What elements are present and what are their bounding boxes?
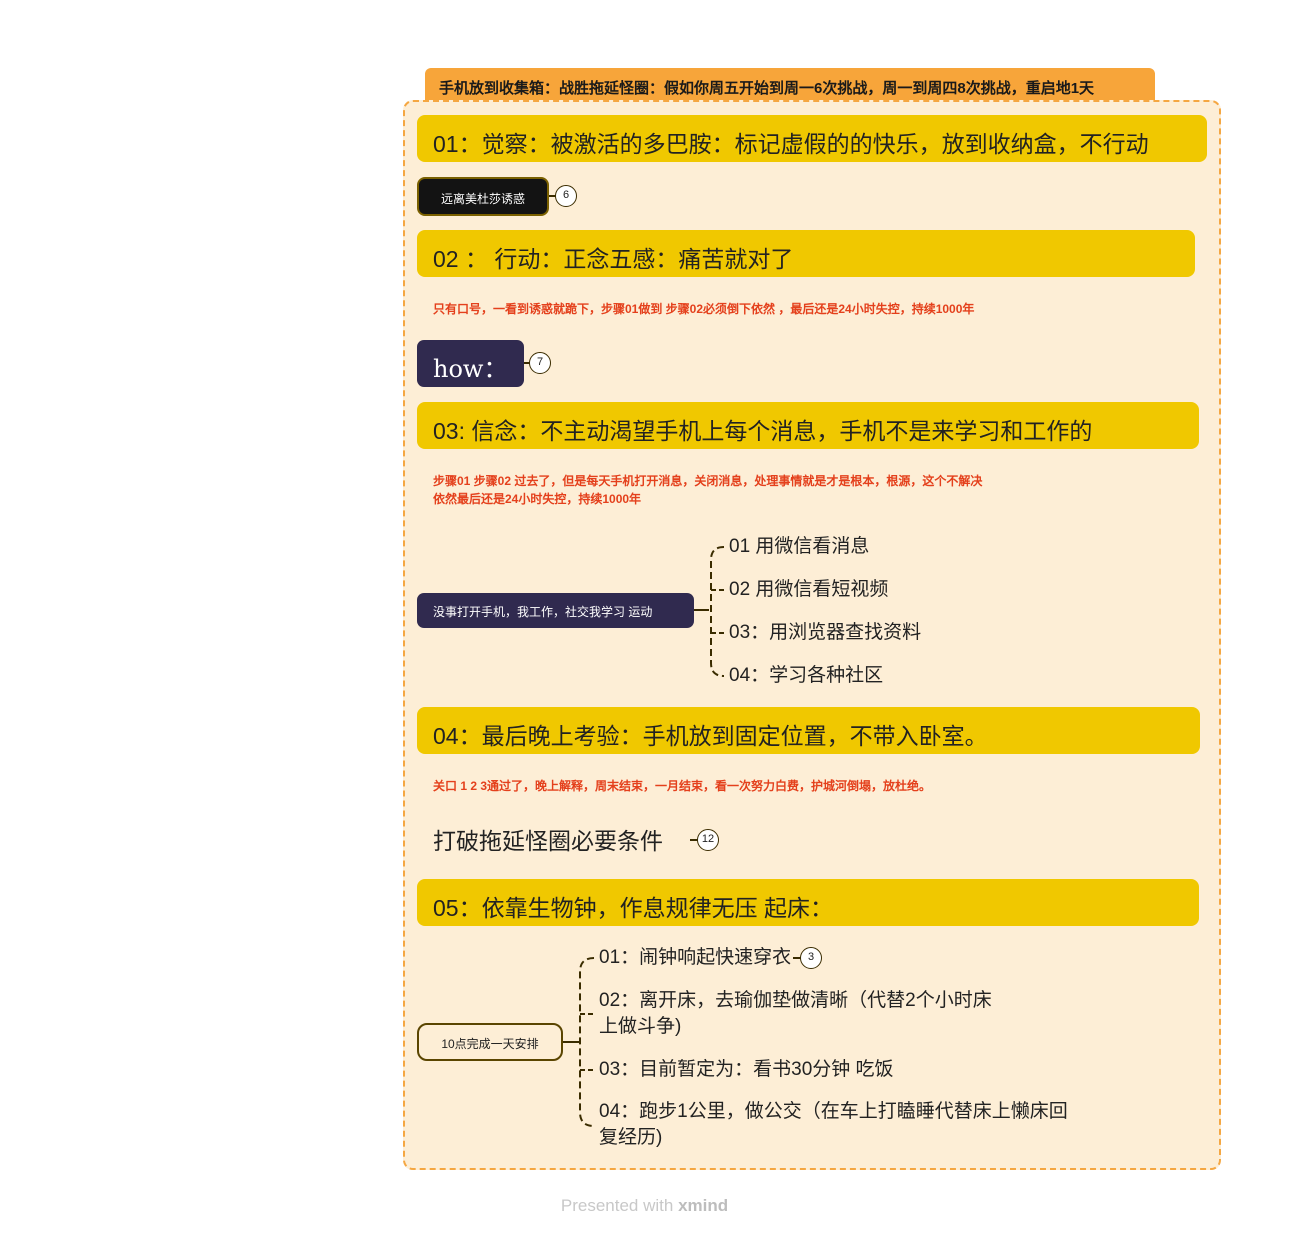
schedule-item-4-line2[interactable]: 复经历) — [599, 1127, 663, 1148]
topic-03-belief[interactable]: 03: 信念：不主动渴望手机上每个消息，手机不是来学习和工作的 — [417, 402, 1199, 449]
topic-02-action[interactable]: 02 ： 行动：正念五感：痛苦就对了 — [417, 230, 1195, 277]
schedule-item-2-line2[interactable]: 上做斗争) — [599, 1016, 682, 1037]
xmind-logo: xmind — [678, 1196, 729, 1215]
note-03-line2: 依然最后还是24小时失控，持续1000年 — [433, 492, 642, 506]
schedule-item-2-line1[interactable]: 02：离开床，去瑜伽垫做清晰（代替2个小时床 — [599, 990, 992, 1011]
phone-usage-node[interactable]: 没事打开手机，我工作，社交我学习 运动 — [417, 593, 694, 628]
collapsed-count-badge[interactable]: 12 — [697, 829, 719, 851]
note-02: 只有口号，一看到诱惑就跪下，步骤01做到 步骤02必须倒下依然 ，最后还是24小… — [433, 302, 975, 316]
topic-01-awareness[interactable]: 01：觉察：被激活的多巴胺：标记虚假的的快乐，放到收纳盒，不行动 — [417, 115, 1207, 162]
collapsed-count-badge[interactable]: 7 — [529, 352, 551, 374]
phone-child-4[interactable]: 04：学习各种社区 — [729, 665, 884, 686]
schedule-item-4-line1[interactable]: 04：跑步1公里，做公交（在车上打瞌睡代替床上懒床回 — [599, 1101, 1068, 1122]
note-04: 关口 1 2 3通过了，晚上解释，周末结束，一月结束，看一次努力白费，护城河倒塌… — [433, 779, 932, 793]
medusa-node[interactable]: 远离美杜莎诱惑 — [417, 177, 549, 216]
presented-with-footer: Presented with xmind — [0, 1196, 1289, 1216]
collapsed-count-badge[interactable]: 6 — [555, 185, 577, 207]
topic-04-night-test[interactable]: 04：最后晚上考验：手机放到固定位置，不带入卧室。 — [417, 707, 1200, 754]
note-03-line1: 步骤01 步骤02 过去了，但是每天手机打开消息，关闭消息，处理事情就是才是根本… — [433, 474, 983, 488]
schedule-item-3[interactable]: 03：目前暂定为：看书30分钟 吃饭 — [599, 1059, 894, 1080]
schedule-item-1[interactable]: 01：闹钟响起快速穿衣 — [599, 947, 792, 968]
phone-child-1[interactable]: 01 用微信看消息 — [729, 536, 870, 557]
summary-label[interactable]: 手机放到收集箱：战胜拖延怪圈：假如你周五开始到周一6次挑战，周一到周四8次挑战，… — [425, 68, 1155, 102]
collapsed-count-badge[interactable]: 3 — [800, 947, 822, 969]
schedule-node[interactable]: 10点完成一天安排 — [417, 1023, 563, 1061]
footer-prefix: Presented with — [560, 1196, 674, 1215]
boundary-frame — [403, 100, 1221, 1170]
phone-child-3[interactable]: 03：用浏览器查找资料 — [729, 622, 922, 643]
break-cycle-node[interactable]: 打破拖延怪圈必要条件 — [433, 828, 663, 854]
how-node[interactable]: how： — [417, 340, 524, 387]
phone-child-2[interactable]: 02 用微信看短视频 — [729, 579, 889, 600]
topic-05-biological-clock[interactable]: 05：依靠生物钟，作息规律无压 起床： — [417, 879, 1199, 926]
